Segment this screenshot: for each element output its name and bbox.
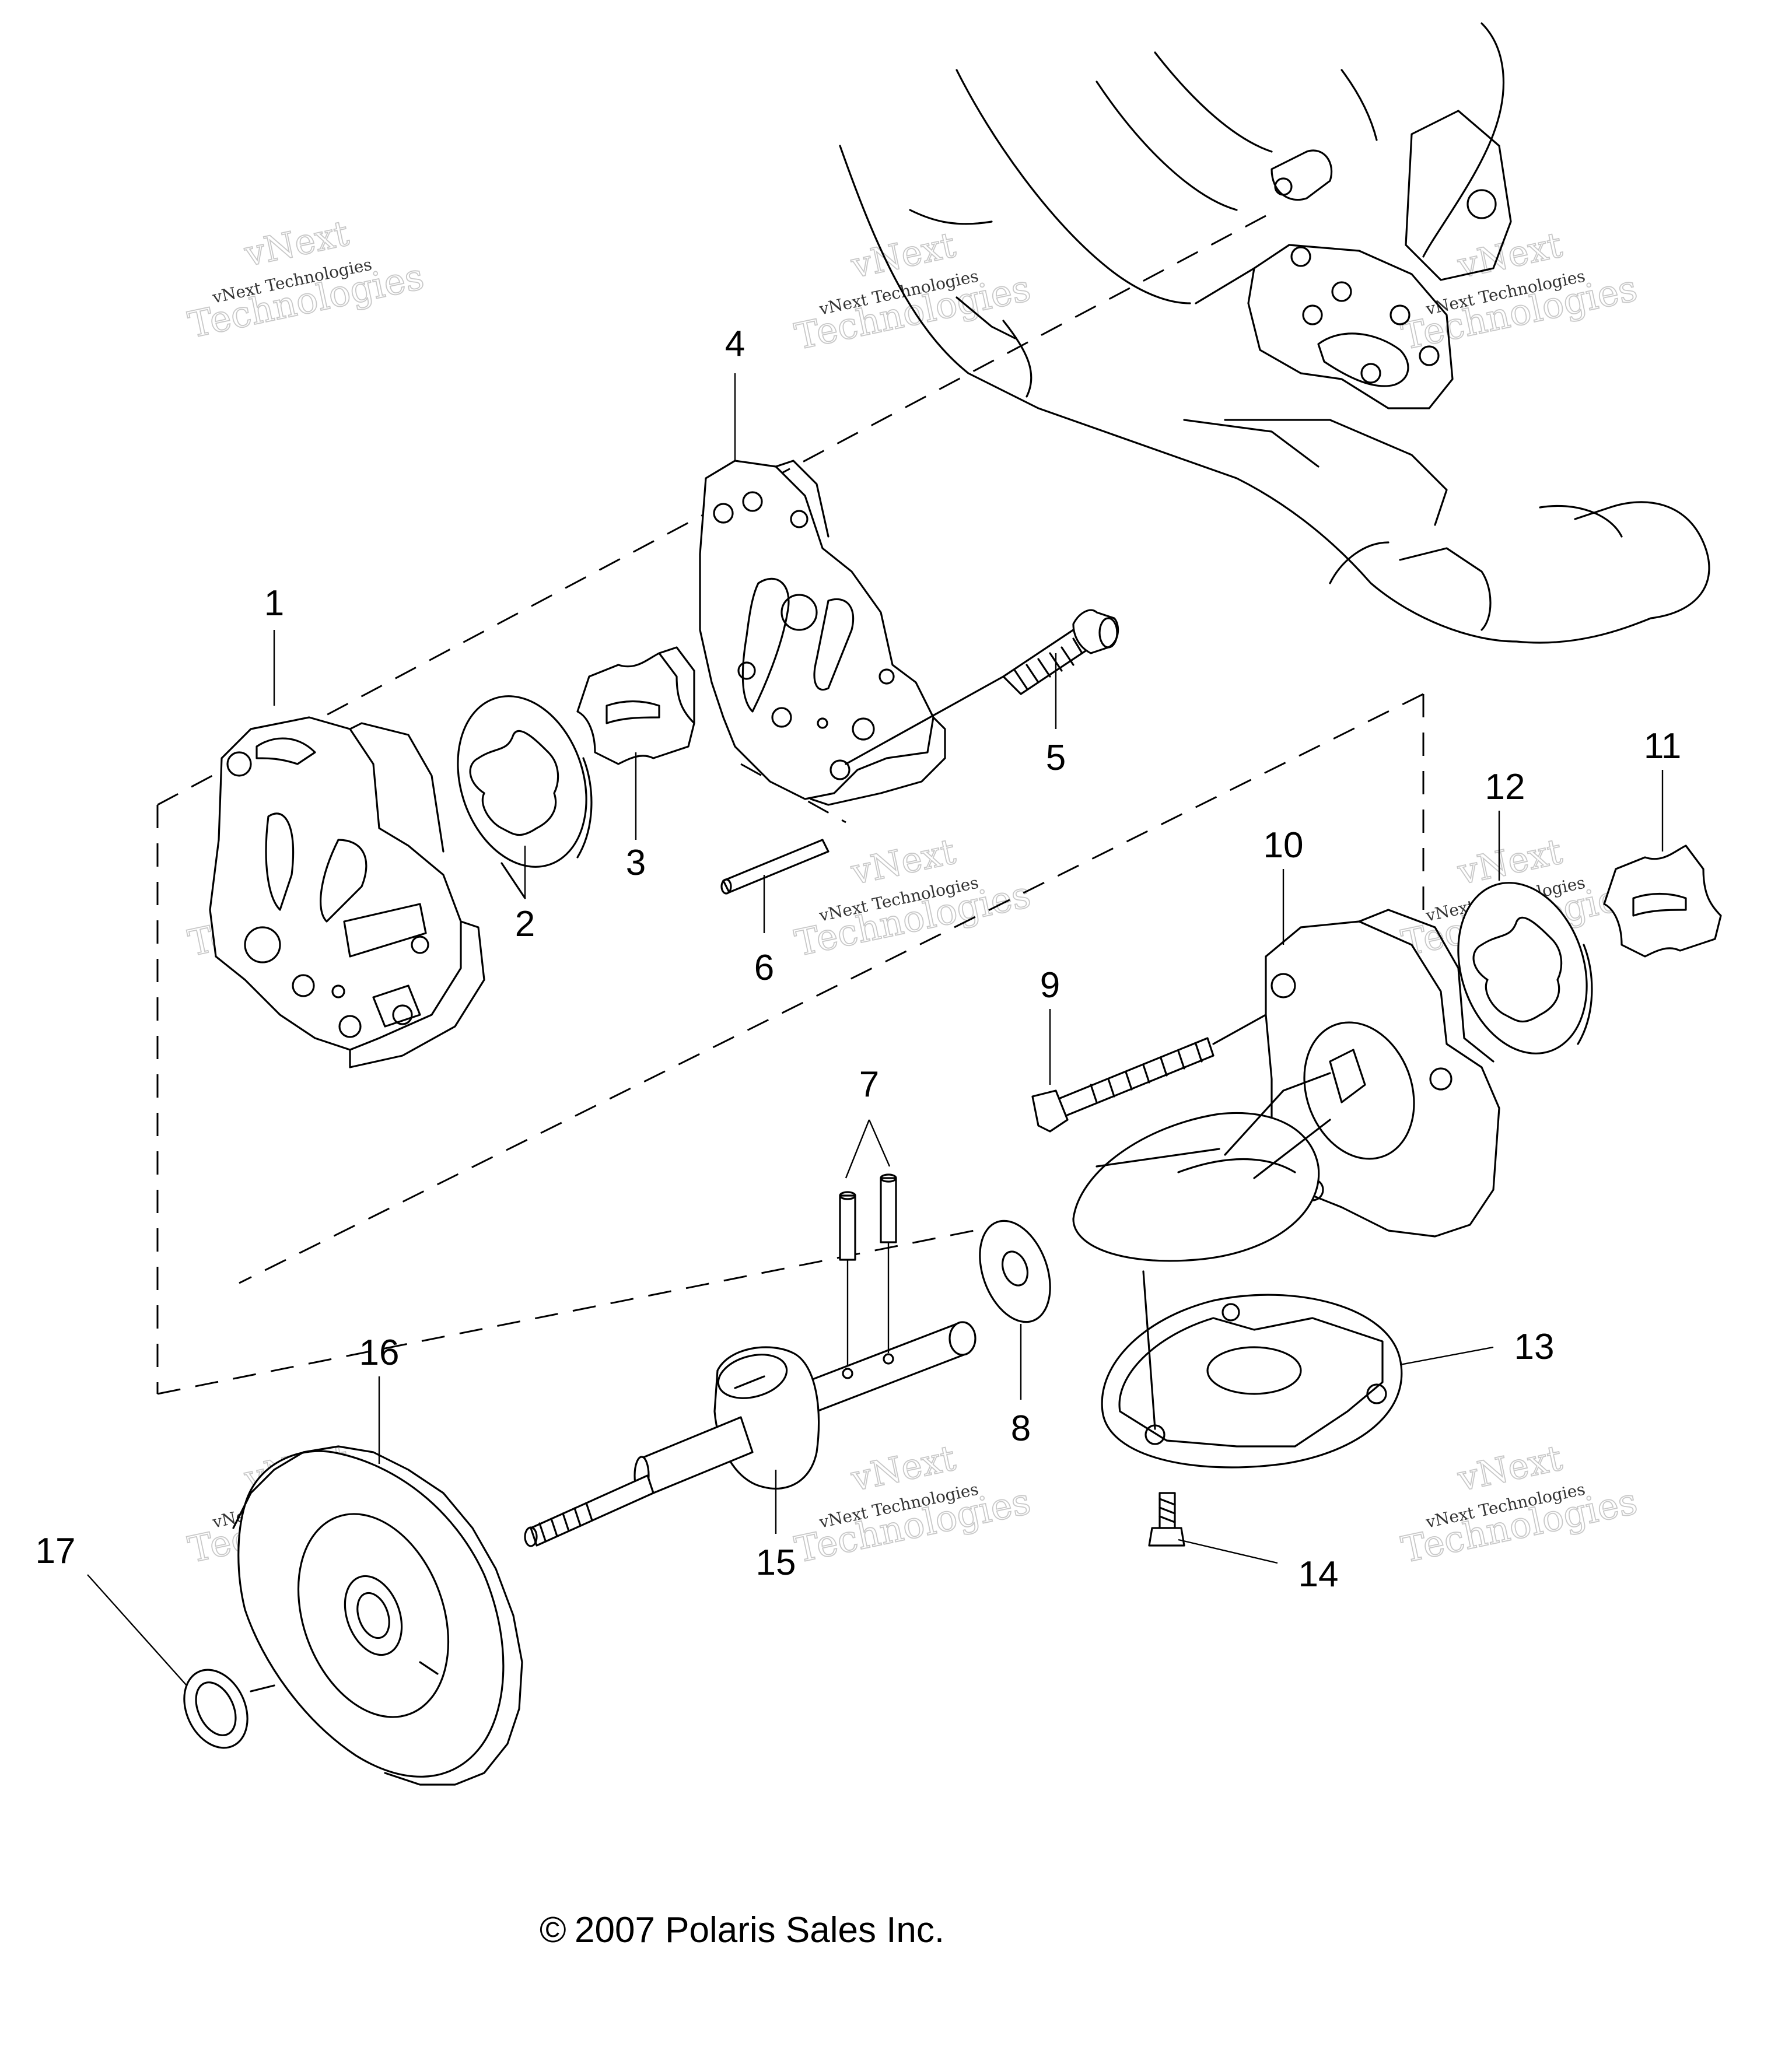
part-8-washer [979, 1220, 1051, 1323]
copyright-symbol: © [540, 1910, 566, 1950]
watermark-low-right: vNext vNext Technologies Technologies [1397, 1437, 1641, 1571]
part-15-drive-shaft [524, 1321, 977, 1547]
watermark-top-left: vNext vNext Technologies Technologies [184, 212, 428, 346]
leader-lines [87, 373, 1664, 1686]
part-3-inner-rotor [576, 646, 695, 765]
part-1-pump-body [209, 716, 485, 1068]
callout-5: 5 [1046, 738, 1066, 778]
callout-10: 10 [1264, 825, 1304, 865]
part-12-outer-rotor [1457, 882, 1593, 1054]
callout-13: 13 [1514, 1327, 1555, 1367]
callout-14: 14 [1298, 1554, 1339, 1595]
part-7-pins [839, 1173, 897, 1261]
part-17-washer [183, 1669, 275, 1749]
callout-7: 7 [859, 1064, 879, 1105]
callout-6: 6 [754, 948, 774, 988]
part-2-outer-rotor [457, 695, 593, 899]
part-10-pump-housing [1072, 909, 1500, 1262]
callout-16: 16 [359, 1333, 400, 1373]
callout-12: 12 [1485, 767, 1525, 807]
part-9-bolt [1031, 1014, 1267, 1133]
copyright-text: 2007 Polaris Sales Inc. [575, 1910, 944, 1950]
callout-11: 11 [1644, 726, 1681, 766]
callout-3: 3 [626, 843, 646, 883]
part-13-gasket [1101, 1294, 1403, 1469]
callout-4: 4 [725, 324, 745, 364]
part-16-gear [232, 1445, 523, 1786]
watermark-mid-center: vNext vNext Technologies Technologies [790, 830, 1034, 965]
watermark-top-right: vNext vNext Technologies Technologies [1397, 224, 1641, 358]
callout-17: 17 [36, 1531, 76, 1571]
engine-crankcase [839, 22, 1710, 644]
part-4-pump-plate [699, 460, 946, 806]
callout-labels: 1 2 3 4 5 6 7 8 9 10 11 12 13 14 15 16 1… [36, 324, 1682, 1595]
part-5-screw [845, 609, 1119, 765]
callout-2: 2 [515, 904, 535, 944]
callout-8: 8 [1011, 1408, 1031, 1449]
copyright-notice: © 2007 Polaris Sales Inc. [540, 1910, 944, 1950]
callout-1: 1 [264, 583, 284, 623]
part-11-inner-rotor [1603, 844, 1722, 958]
watermark-top-center: vNext vNext Technologies Technologies [790, 224, 1034, 358]
part-14-screw [1142, 1270, 1185, 1547]
callout-15: 15 [756, 1543, 796, 1583]
part-6-dowel-pin [720, 839, 830, 895]
callout-9: 9 [1040, 965, 1060, 1005]
